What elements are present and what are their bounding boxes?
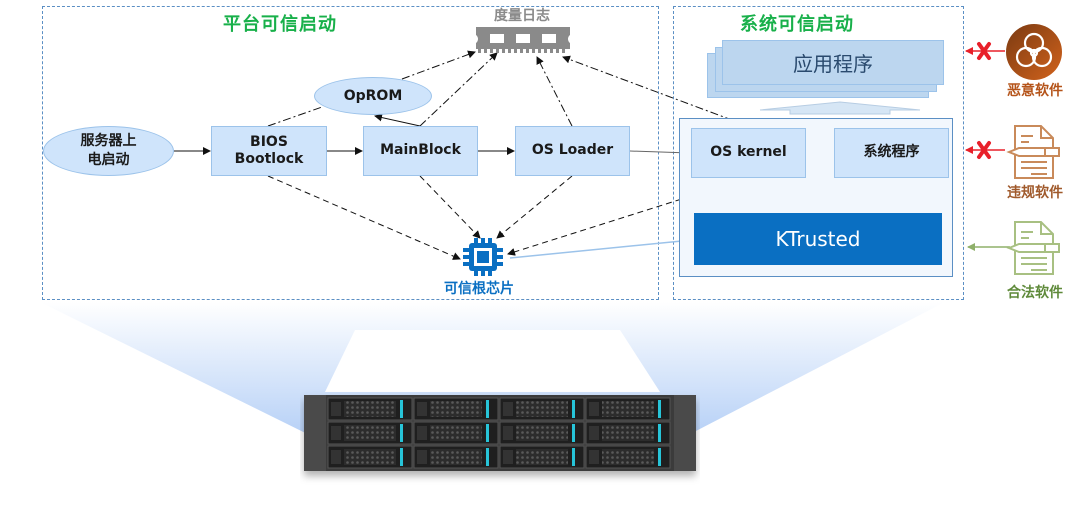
drive-bay	[327, 421, 413, 445]
platform-trusted-boot-frame	[42, 6, 659, 300]
node-mainblock: MainBlock	[363, 126, 478, 176]
node-power-on: 服务器上 电启动	[43, 126, 174, 176]
memory-module-icon	[476, 27, 570, 53]
drive-bay	[327, 397, 413, 421]
drive-bay	[585, 397, 671, 421]
dashed-mainblock-to-chip	[419, 175, 481, 239]
drive-bay	[499, 445, 585, 469]
measure-oprom-to-log	[401, 50, 476, 80]
system-trusted-boot-frame	[673, 6, 964, 300]
node-bios-bootlock: BIOS Bootlock	[211, 126, 327, 176]
legit-software-label: 合法软件	[1007, 285, 1063, 301]
malware-label: 恶意软件	[1007, 83, 1063, 99]
server-rack-image	[304, 395, 696, 471]
drive-bay	[585, 421, 671, 445]
dashed-bios-to-chip	[267, 175, 461, 260]
chip-label: 可信根芯片	[444, 281, 514, 297]
biohazard-icon	[1006, 24, 1062, 80]
drive-bay	[413, 397, 499, 421]
measure-kernel-to-log	[562, 55, 749, 127]
drive-bay	[499, 421, 585, 445]
server-top-face	[325, 330, 660, 392]
dashed-osloader-to-chip	[496, 175, 573, 239]
arrow-mainblock-to-oprom	[374, 113, 421, 127]
ktrusted-module: KTrusted	[694, 213, 942, 265]
drive-bay	[413, 445, 499, 469]
legit-document-icon	[1006, 221, 1060, 275]
drive-bay	[413, 421, 499, 445]
system-section-title: 系统可信启动	[740, 14, 854, 35]
block-x-icon	[977, 42, 991, 159]
measurement-log-label: 度量日志	[494, 8, 550, 24]
up-arrow-platform	[759, 101, 921, 115]
node-system-programs: 系统程序	[834, 128, 949, 178]
violating-software-label: 违规软件	[1007, 185, 1063, 201]
violating-document-icon	[1006, 125, 1060, 179]
node-os-kernel: OS kernel	[691, 128, 806, 178]
node-oprom: OpROM	[314, 77, 432, 115]
drive-bay	[327, 445, 413, 469]
app-card-front: 应用程序	[722, 40, 944, 85]
measure-bios-oprom	[267, 106, 323, 127]
measure-mainblock-to-log	[419, 52, 498, 127]
node-os-loader: OS Loader	[515, 126, 630, 176]
measure-osloader-to-log	[536, 56, 573, 127]
drive-bay	[499, 397, 585, 421]
drive-bay	[585, 445, 671, 469]
platform-section-title: 平台可信启动	[223, 14, 337, 35]
link-chip-ktrusted	[509, 236, 693, 259]
chip-icon	[463, 238, 503, 276]
